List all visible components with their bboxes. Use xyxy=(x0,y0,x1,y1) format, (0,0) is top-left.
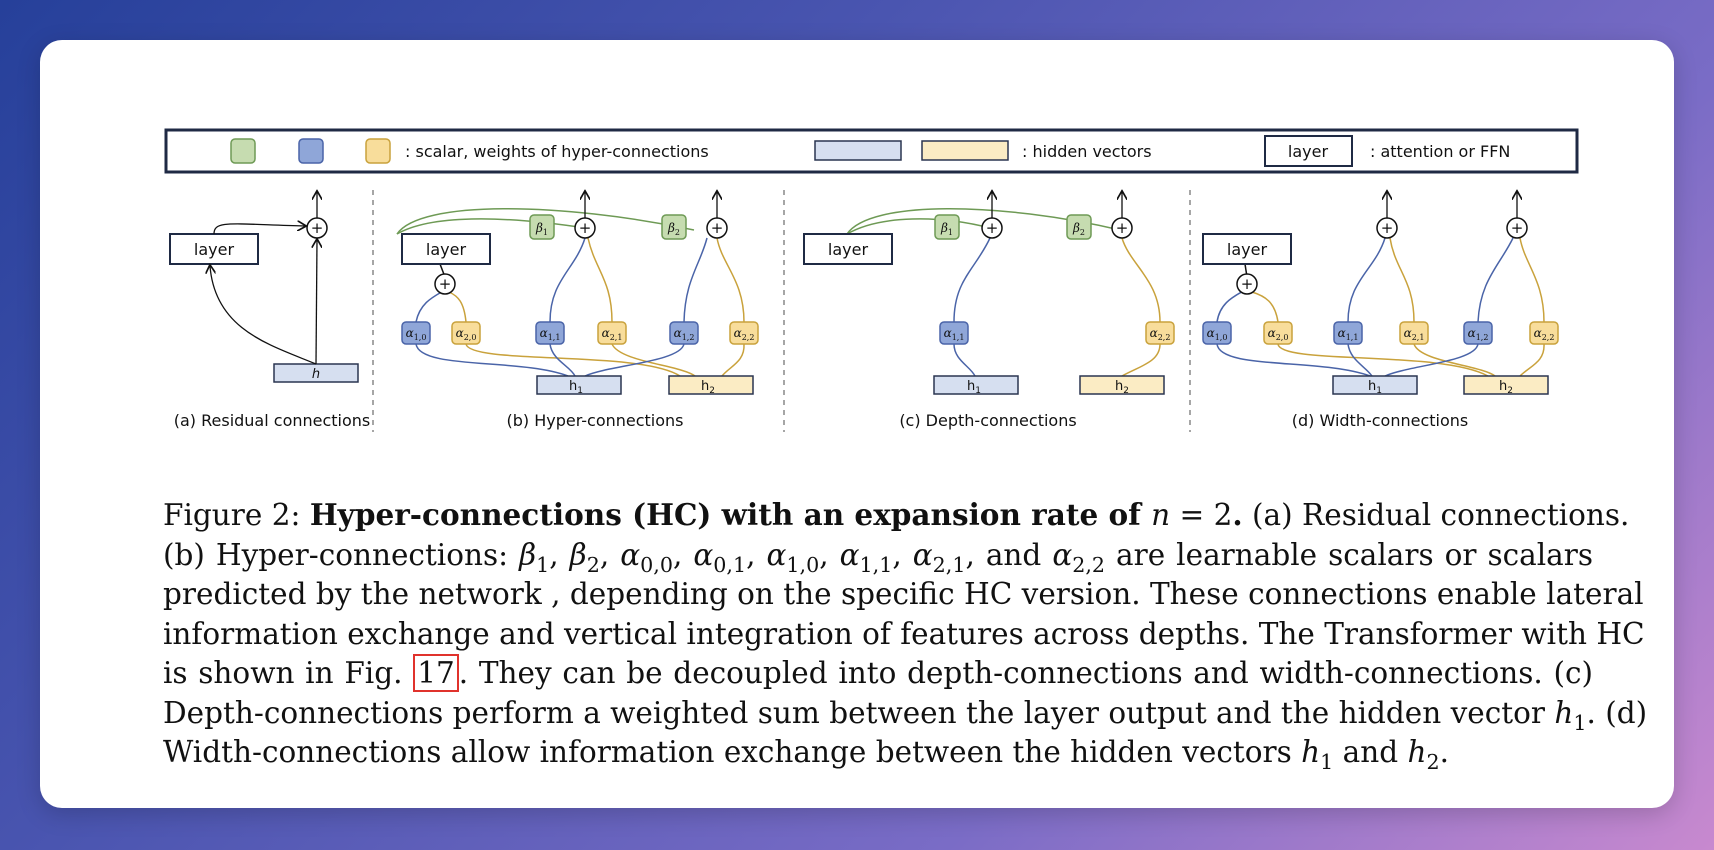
svg-text:+: + xyxy=(986,219,999,237)
hc-diagram: : scalar, weights of hyper-connections :… xyxy=(164,128,1579,432)
svg-text:+: + xyxy=(1116,219,1129,237)
svg-text:h1: h1 xyxy=(569,379,583,396)
panel-c-h1: h xyxy=(967,379,975,394)
caption-line-5: is shown in Fig. 17. They can be decoupl… xyxy=(163,654,1593,692)
caption-line-6: Depth-connections perform a weighted sum… xyxy=(163,695,1648,735)
legend-layer-box: layer xyxy=(1288,142,1329,161)
figure-card: : scalar, weights of hyper-connections :… xyxy=(40,40,1674,808)
panel-d-caption: (d) Width-connections xyxy=(1292,411,1468,430)
svg-text:+: + xyxy=(1511,219,1524,237)
svg-text:h2: h2 xyxy=(701,379,715,396)
legend-yellow-scalar xyxy=(365,138,391,164)
svg-text:+: + xyxy=(1381,219,1394,237)
caption-line-4: information exchange and vertical integr… xyxy=(163,616,1645,651)
panel-a-hidden: h xyxy=(312,367,320,382)
caption-line-1: Figure 2: Hyper-connections (HC) with an… xyxy=(163,497,1630,532)
svg-text:+: + xyxy=(1241,275,1254,293)
panel-depth: layer + + β1 β2 α1,1 α2,2 h1 h2 (c) Dept… xyxy=(803,192,1175,430)
panel-dividers xyxy=(372,190,1191,432)
legend-hidden-yellow xyxy=(921,140,1009,161)
panel-d-h1: h xyxy=(1368,379,1376,394)
panel-width: layer + + + α1,0 α2,0 α1,1 α2,1 α1,2 α2,… xyxy=(1202,192,1559,430)
svg-text:h2: h2 xyxy=(1499,379,1513,396)
panel-b-h1: h xyxy=(569,379,577,394)
caption-line-7: Width-connections allow information exch… xyxy=(163,735,1449,774)
caption-line-3: predicted by the network , depending on … xyxy=(163,577,1644,611)
legend-layer-desc: : attention or FFN xyxy=(1370,142,1510,161)
panel-a-caption: (a) Residual connections xyxy=(174,411,371,430)
panel-d-h2: h xyxy=(1499,379,1507,394)
panel-c-layer: layer xyxy=(828,240,869,259)
panel-d-layer: layer xyxy=(1227,240,1268,259)
svg-text:h1: h1 xyxy=(1368,379,1382,396)
svg-text:h1: h1 xyxy=(967,379,981,396)
svg-text:+: + xyxy=(579,219,592,237)
legend: : scalar, weights of hyper-connections :… xyxy=(164,128,1579,174)
panel-hyper: layer + + + β1 β2 α1,0 α2,0 α1,1 α2,1 α1… xyxy=(396,192,759,430)
caption-line-2: (b) Hyper-connections: β1, β2, α0,0, α0,… xyxy=(163,537,1593,577)
figure-reference-link[interactable]: 17 xyxy=(413,654,459,692)
panel-residual: layer + h (a) Residual connections xyxy=(169,192,371,430)
figure-caption: Figure 2: Hyper-connections (HC) with an… xyxy=(163,495,1648,774)
legend-hidden-label: : hidden vectors xyxy=(1022,142,1152,161)
panel-c-h2: h xyxy=(1115,379,1123,394)
panel-b-layer: layer xyxy=(426,240,467,259)
legend-blue-scalar xyxy=(298,138,324,164)
panel-b-h2: h xyxy=(701,379,709,394)
legend-hidden-blue xyxy=(814,140,902,161)
panel-b-caption: (b) Hyper-connections xyxy=(506,411,683,430)
svg-text:+: + xyxy=(311,219,324,237)
svg-text:h2: h2 xyxy=(1115,379,1129,396)
panel-a-layer: layer xyxy=(194,240,235,259)
legend-scalars-label: : scalar, weights of hyper-connections xyxy=(405,142,709,161)
legend-green-scalar xyxy=(230,138,256,164)
panel-c-caption: (c) Depth-connections xyxy=(899,411,1076,430)
svg-text:+: + xyxy=(439,275,452,293)
svg-text:+: + xyxy=(711,219,724,237)
